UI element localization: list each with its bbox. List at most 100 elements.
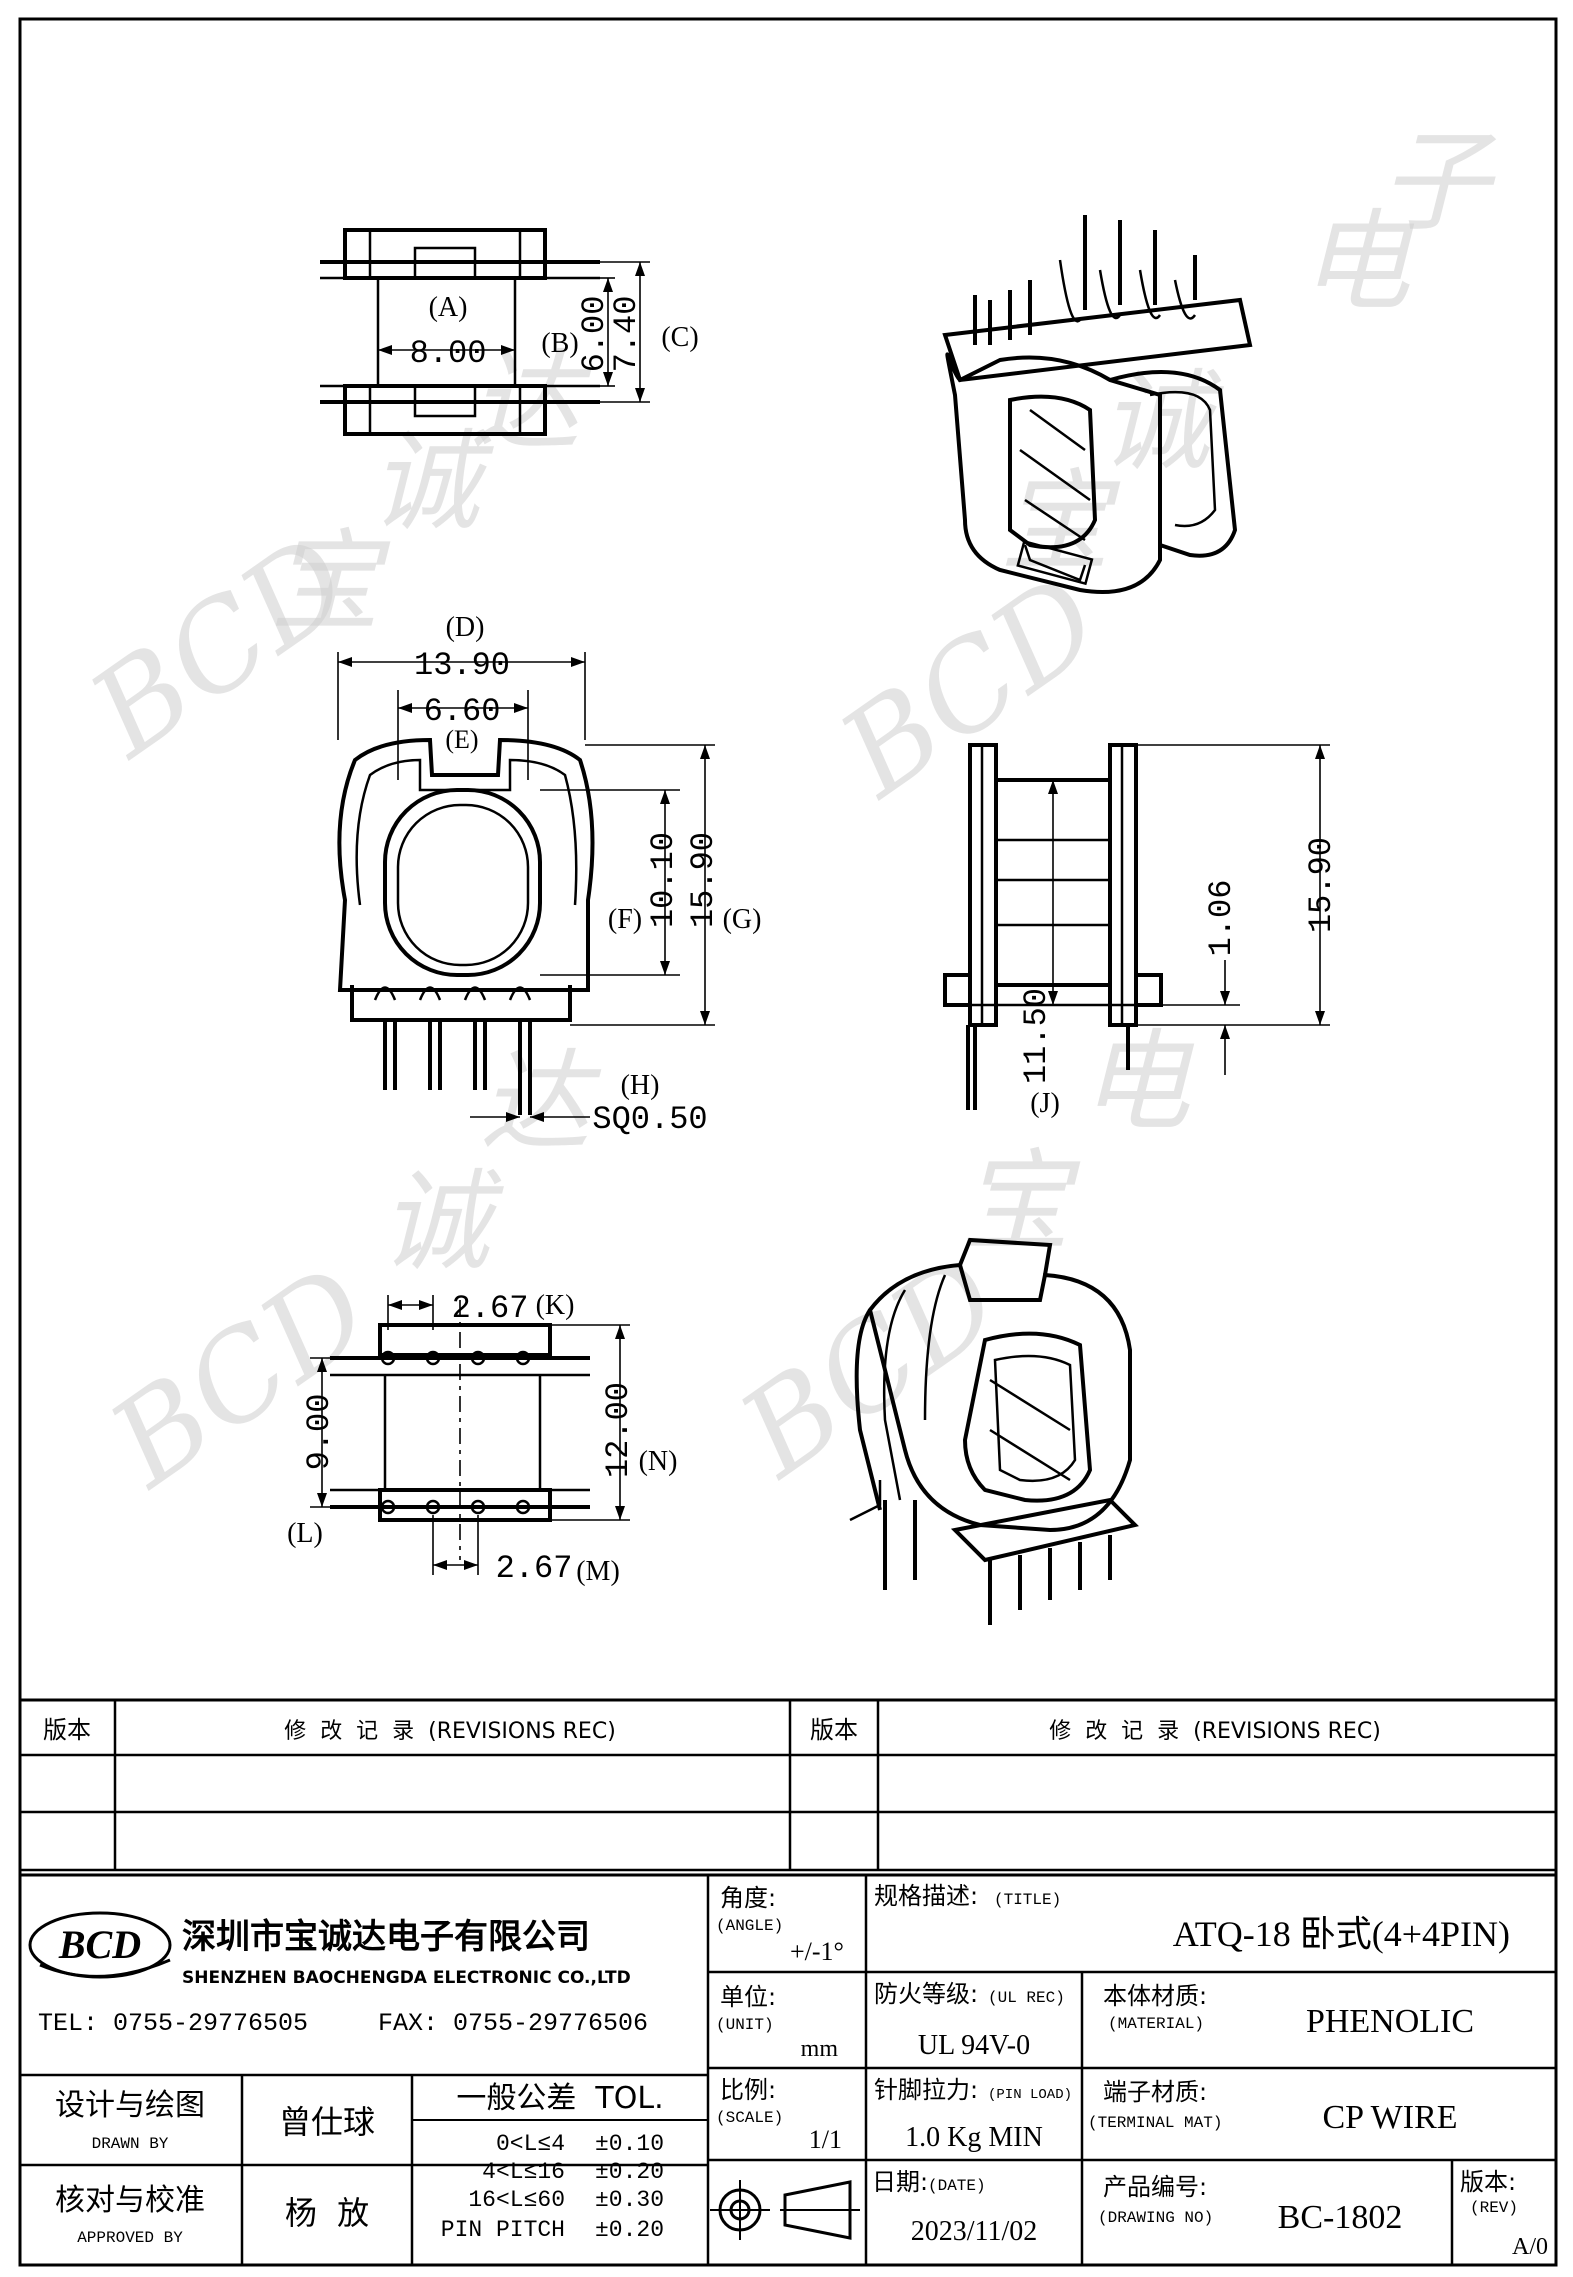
company-name-en: SHENZHEN BAOCHENGDA ELECTRONIC CO.,LTD <box>182 1968 631 1988</box>
watermark: BCD BCD BCD BCD 宝 诚 达 宝 诚 电 子 诚 达 宝 电 <box>65 118 1497 1515</box>
scale-sub: (SCALE) <box>716 2109 783 2127</box>
drawingno-sub: (DRAWING NO) <box>1098 2209 1213 2227</box>
dim-width-12: 12.00 <box>600 1382 637 1478</box>
material-label: 本体材质: <box>1103 1982 1207 2010</box>
dim-width-8: 8.00 <box>410 335 487 372</box>
terminal-sub: (TERMINAL MAT) <box>1088 2114 1222 2132</box>
ul-sub: (UL REC) <box>988 1989 1065 2007</box>
dim-label-n: (N) <box>639 1446 678 1477</box>
watermark-char: 宝 <box>270 518 391 646</box>
drawn-label: 设计与绘图 <box>55 2088 205 2123</box>
rev-header-left: 版本 <box>43 1716 91 1744</box>
ul-label: 防火等级: <box>874 1980 978 2008</box>
drawingno-value: BC-1802 <box>1278 2199 1403 2236</box>
approved-sub: APPROVED BY <box>77 2229 183 2247</box>
drawn-sub: DRAWN BY <box>92 2135 169 2153</box>
drawingno-label: 产品编号: <box>1103 2173 1207 2201</box>
dim-height-15-9: 15.90 <box>685 832 722 928</box>
company-tel: TEL: 0755-29776505 <box>38 2009 308 2038</box>
dim-pin-sq: SQ0.50 <box>592 1101 707 1138</box>
scale-label: 比例: <box>720 2076 776 2104</box>
dim-label-e: (E) <box>445 725 478 754</box>
watermark-char: 电 <box>1080 1018 1195 1146</box>
rev-title-left: 修 改 记 录 (REVISIONS REC) <box>284 1719 616 1744</box>
tol-range-4: PIN PITCH <box>441 2217 565 2243</box>
rev-label: 版本: <box>1460 2168 1516 2196</box>
tol-range-1: 0<L≤4 <box>496 2131 565 2157</box>
watermark-char: 诚 <box>380 1158 504 1286</box>
dim-label-j: (J) <box>1030 1088 1060 1119</box>
dim-height-11-5: 11.50 <box>1018 988 1055 1084</box>
tol-value-2: ±0.20 <box>595 2159 664 2185</box>
dim-height-10-1: 10.10 <box>645 832 682 928</box>
tol-range-2: 4<L≤16 <box>482 2159 565 2185</box>
tol-value-3: ±0.30 <box>595 2187 664 2213</box>
company-fax: FAX: 0755-29776506 <box>378 2009 648 2038</box>
watermark-char: 宝 <box>960 1138 1081 1266</box>
dim-pitch-m: 2.67 <box>496 1550 573 1587</box>
rev-sub: (REV) <box>1470 2199 1518 2217</box>
drawn-value: 曾仕球 <box>279 2103 375 2141</box>
watermark-char: 诚 <box>370 418 494 546</box>
scale-value: 1/1 <box>809 2125 842 2154</box>
dim-height-15-9-side: 15.90 <box>1303 837 1340 933</box>
angle-value: +/-1° <box>790 1937 844 1966</box>
rev-header-right: 版本 <box>810 1716 858 1744</box>
tolerance-header: 一般公差 TOL. <box>456 2081 663 2116</box>
dim-label-h: (H) <box>621 1070 660 1101</box>
dim-label-c: (C) <box>661 322 698 353</box>
dim-label-k: (K) <box>536 1290 575 1321</box>
title-sub: (TITLE) <box>994 1891 1061 1909</box>
dim-label-b: (B) <box>541 328 578 359</box>
material-value: PHENOLIC <box>1306 2003 1474 2040</box>
unit-value: mm <box>801 2036 839 2062</box>
dim-height-1-06: 1.06 <box>1203 880 1240 957</box>
ul-value: UL 94V-0 <box>918 2030 1030 2061</box>
pinload-label: 针脚拉力: <box>874 2076 978 2104</box>
dim-width-13-9: 13.90 <box>414 647 510 684</box>
angle-sub: (ANGLE) <box>716 1917 783 1935</box>
company-name-cn: 深圳市宝诚达电子有限公司 <box>182 1917 590 1957</box>
watermark-char: 子 <box>1380 118 1497 246</box>
material-sub: (MATERIAL) <box>1108 2015 1204 2033</box>
dim-label-f: (F) <box>608 904 642 935</box>
dim-height-7-4: 7.40 <box>608 296 645 373</box>
watermark-logo: BCD <box>85 1240 394 1515</box>
dim-label-l: (L) <box>287 1518 323 1549</box>
approved-label: 核对与校准 <box>55 2183 205 2218</box>
side-view: 11.50 (J) 1.06 15.90 <box>943 743 1340 1119</box>
pinload-value: 1.0 Kg MIN <box>905 2122 1043 2153</box>
pinload-sub: (PIN LOAD) <box>988 2087 1072 2103</box>
iso-view-upper <box>942 215 1253 594</box>
top-view: (A) 8.00 (B) 6.00 7.40 (C) <box>320 228 699 436</box>
sheet-border <box>18 17 1558 2267</box>
logo-text: BCD <box>58 1922 141 1967</box>
title-block: BCD 深圳市宝诚达电子有限公司 SHENZHEN BAOCHENGDA ELE… <box>20 1873 1556 2265</box>
approved-value: 杨 放 <box>285 2194 369 2232</box>
bottom-view: 2.67 (K) 9.00 12.00 (N) (L) 2.67 (M) <box>287 1290 677 1587</box>
terminal-label: 端子材质: <box>1103 2078 1207 2106</box>
tol-value-1: ±0.10 <box>595 2131 664 2157</box>
tol-range-3: 16<L≤60 <box>468 2187 565 2213</box>
dim-pitch-k: 2.67 <box>452 1290 529 1327</box>
title-value: ATQ-18 卧式(4+4PIN) <box>1173 1914 1510 1954</box>
dim-height-6: 6.00 <box>576 296 613 373</box>
unit-sub: (UNIT) <box>716 2016 774 2034</box>
projection-symbol-icon <box>710 2180 860 2240</box>
watermark-char: 达 <box>480 1038 602 1166</box>
dim-row-9: 9.00 <box>301 1394 338 1471</box>
date-sub: (DATE) <box>928 2177 986 2195</box>
date-label: 日期: <box>872 2168 928 2196</box>
tol-value-4: ±0.20 <box>595 2217 664 2243</box>
watermark-char: 电 <box>1300 198 1415 326</box>
terminal-value: CP WIRE <box>1322 2099 1457 2136</box>
company-logo: BCD <box>28 1911 172 1979</box>
dim-label-g: (G) <box>723 904 762 935</box>
unit-label: 单位: <box>720 1983 776 2011</box>
title-label: 规格描述: <box>874 1882 978 1910</box>
dim-label-d: (D) <box>446 612 485 643</box>
iso-view-lower <box>849 1237 1139 1625</box>
rev-title-right: 修 改 记 录 (REVISIONS REC) <box>1049 1719 1381 1744</box>
date-value: 2023/11/02 <box>911 2216 1038 2247</box>
